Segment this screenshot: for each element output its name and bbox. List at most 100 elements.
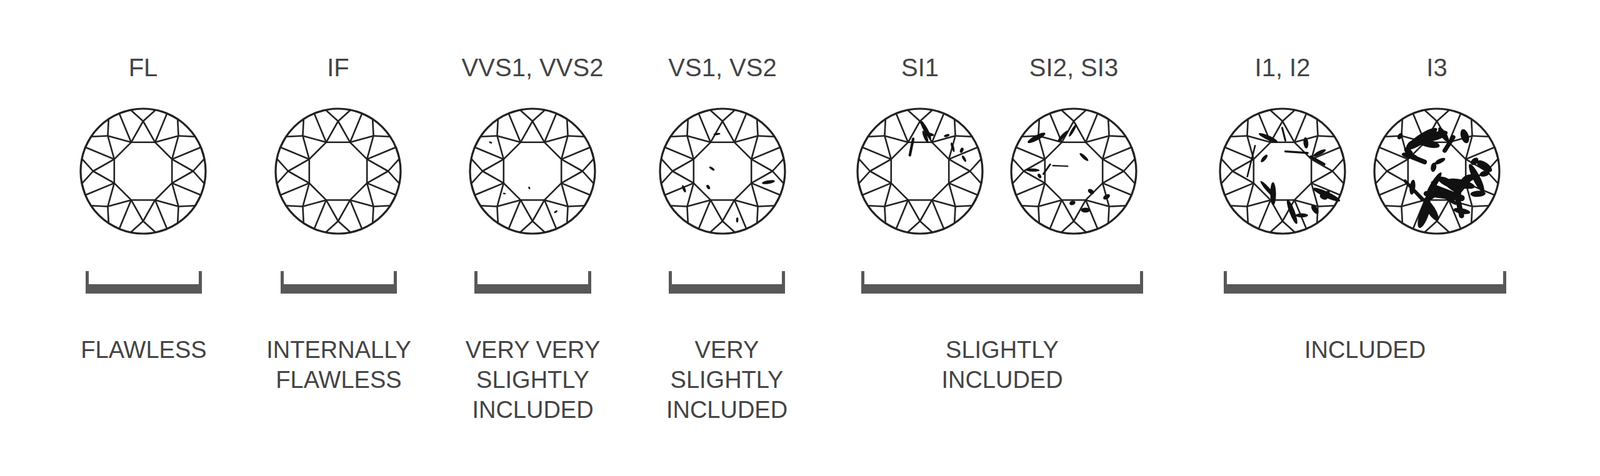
diamond-top-view	[660, 108, 785, 234]
facet-line	[1012, 183, 1017, 195]
facet-line	[686, 135, 694, 159]
facet-line	[1449, 228, 1461, 233]
facet-line	[693, 183, 711, 200]
facet-line	[1318, 205, 1335, 207]
facet-line	[171, 159, 194, 172]
facet-line	[1102, 183, 1132, 195]
facet-line	[520, 121, 533, 143]
facet-line	[582, 158, 594, 172]
facet-line	[1012, 171, 1024, 184]
facet-line	[1123, 171, 1135, 184]
facet-line	[932, 228, 944, 233]
inclusion	[1102, 193, 1112, 201]
facet-line	[1494, 147, 1499, 159]
facet-line	[107, 183, 114, 207]
facet-line	[561, 147, 590, 160]
facet-line	[91, 205, 109, 207]
inclusion	[1310, 203, 1320, 215]
facet-line	[884, 200, 908, 207]
facet-line	[908, 199, 932, 202]
facet-line	[388, 171, 400, 184]
facet-line	[1073, 221, 1087, 233]
facet-line	[1424, 221, 1437, 233]
facet-line	[288, 171, 310, 184]
facet-line	[395, 147, 400, 159]
facet-line	[590, 147, 594, 159]
inclusions	[488, 141, 559, 214]
facet-line	[520, 110, 533, 122]
facet-line	[286, 135, 304, 137]
facet-line	[143, 110, 156, 122]
facet-line	[686, 206, 688, 224]
facet-line	[1123, 158, 1135, 172]
facet-line	[302, 206, 304, 224]
inclusion	[708, 165, 715, 172]
facet-line	[868, 135, 885, 137]
facet-line	[1332, 171, 1344, 184]
inclusion-streak	[1432, 182, 1437, 191]
facet-line	[166, 113, 178, 120]
facet-line	[698, 113, 711, 143]
facet-line	[508, 200, 521, 229]
inclusion-streak	[1310, 156, 1324, 165]
facet-line	[338, 200, 350, 222]
inclusion-streak	[1285, 151, 1308, 154]
facet-line	[155, 183, 172, 200]
facet-line	[1038, 183, 1045, 207]
inclusion-streak	[1411, 156, 1425, 162]
facet-line	[372, 206, 374, 224]
facet-line	[195, 195, 201, 206]
facet-line	[734, 200, 758, 207]
facet-line	[686, 200, 710, 207]
facet-line	[532, 121, 545, 143]
facet-line	[114, 142, 132, 160]
facet-line	[308, 159, 311, 184]
facet-line	[482, 159, 504, 172]
facet-line	[977, 147, 982, 159]
facet-line	[686, 135, 710, 142]
girdle-outline	[470, 108, 595, 234]
facet-line	[1316, 119, 1318, 137]
inclusion	[1025, 168, 1040, 172]
facet-line	[280, 183, 310, 195]
facet-line	[943, 113, 955, 120]
facet-line	[688, 223, 699, 229]
inclusion	[1318, 193, 1329, 202]
inclusion	[1285, 198, 1300, 225]
facet-line	[544, 200, 557, 229]
facet-line	[544, 135, 568, 142]
facet-line	[1258, 200, 1271, 229]
facet-line	[326, 199, 350, 202]
facet-line	[1131, 147, 1135, 159]
diamond-top-view	[1011, 108, 1137, 234]
facet-line	[309, 183, 327, 200]
facet-line	[85, 183, 115, 195]
facet-line	[920, 200, 932, 222]
facet-line	[366, 135, 374, 159]
grade-code: VS1, VS2	[597, 52, 848, 83]
facet-line	[1332, 158, 1344, 172]
grade-name: SLIGHTLY INCLUDED	[920, 335, 1085, 395]
facet-line	[520, 199, 545, 202]
facet-line	[1246, 183, 1254, 207]
facet-line	[544, 113, 557, 143]
facet-line	[566, 206, 568, 224]
facet-line	[119, 200, 132, 229]
facet-line	[670, 135, 688, 137]
inclusion	[961, 155, 968, 163]
facet-line	[665, 136, 671, 148]
facet-line	[390, 195, 396, 206]
grade-name: VERY VERY SLIGHTLY INCLUDED	[451, 335, 615, 425]
facet-line	[545, 228, 557, 233]
facet-line	[1472, 135, 1490, 137]
facet-line	[1306, 113, 1317, 120]
facet-line	[710, 200, 723, 222]
girdle-outline	[1374, 108, 1500, 234]
facet-line	[1016, 147, 1045, 160]
inclusion	[705, 184, 711, 190]
facet-line	[1375, 183, 1380, 195]
facet-line	[1045, 142, 1062, 160]
facet-line	[532, 200, 545, 222]
facet-line	[1471, 119, 1472, 137]
inclusion	[488, 141, 493, 145]
